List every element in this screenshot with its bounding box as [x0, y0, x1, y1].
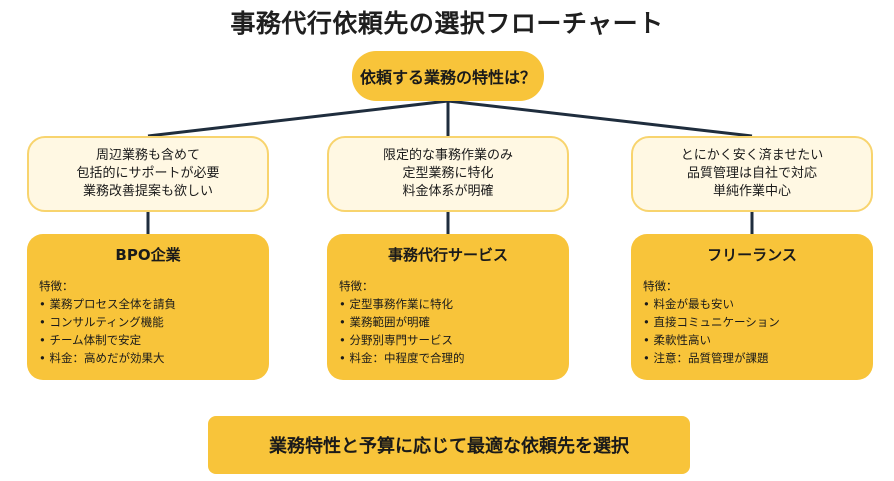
feature-item: 直接コミュニケーション — [643, 313, 861, 331]
option-name: 事務代行サービス — [387, 246, 508, 264]
feature-item: 業務プロセス全体を請負 — [39, 295, 257, 313]
criteria-line: 単純作業中心 — [712, 184, 791, 199]
decision-question: 依頼する業務の特性は？ — [352, 51, 544, 101]
features-label: 特徴： — [39, 279, 74, 293]
criteria-line: 周辺業務も含めて — [95, 148, 200, 163]
feature-item: チーム体制で安定 — [39, 331, 257, 349]
criteria-box-bpo: 周辺業務も含めて 包括的にサポートが必要 業務改善提案も欲しい — [27, 136, 269, 212]
feature-item: コンサルティング機能 — [39, 313, 257, 331]
criteria-line: とにかく安く済ませたい — [680, 148, 824, 163]
criteria-line: 包括的にサポートが必要 — [76, 166, 220, 181]
option-box-bpo: BPO企業 特徴： 業務プロセス全体を請負 コンサルティング機能 チーム体制で安… — [27, 234, 269, 380]
criteria-box-office-service: 限定的な事務作業のみ 定型業務に特化 料金体系が明確 — [327, 136, 569, 212]
feature-item: 料金：中程度で合理的 — [339, 349, 557, 367]
connector-question-to-right — [447, 99, 753, 138]
option-name: フリーランス — [707, 246, 797, 264]
feature-item: 分野別専門サービス — [339, 331, 557, 349]
features-list: 業務プロセス全体を請負 コンサルティング機能 チーム体制で安定 料金：高めだが効… — [39, 295, 257, 367]
feature-item: 定型事務作業に特化 — [339, 295, 557, 313]
criteria-box-freelance: とにかく安く済ませたい 品質管理は自社で対応 単純作業中心 — [631, 136, 873, 212]
criteria-line: 料金体系が明確 — [402, 184, 494, 199]
criteria-line: 業務改善提案も欲しい — [82, 184, 213, 199]
page-title: 事務代行依頼先の選択フローチャート — [230, 9, 664, 38]
feature-item: 業務範囲が明確 — [339, 313, 557, 331]
option-box-freelance: フリーランス 特徴： 料金が最も安い 直接コミュニケーション 柔軟性高い 注意：… — [631, 234, 873, 380]
feature-item: 料金：高めだが効果大 — [39, 349, 257, 367]
feature-item: 柔軟性高い — [643, 331, 861, 349]
criteria-line: 定型業務に特化 — [402, 166, 494, 181]
option-box-office-service: 事務代行サービス 特徴： 定型事務作業に特化 業務範囲が明確 分野別専門サービス… — [327, 234, 569, 380]
feature-item: 注意：品質管理が課題 — [643, 349, 861, 367]
conclusion-banner: 業務特性と予算に応じて最適な依頼先を選択 — [208, 416, 690, 474]
criteria-line: 品質管理は自社で対応 — [686, 166, 817, 181]
feature-item: 料金が最も安い — [643, 295, 861, 313]
option-name: BPO企業 — [115, 246, 181, 264]
features-label: 特徴： — [643, 279, 678, 293]
criteria-line: 限定的な事務作業のみ — [382, 148, 513, 163]
features-list: 定型事務作業に特化 業務範囲が明確 分野別専門サービス 料金：中程度で合理的 — [339, 295, 557, 367]
features-label: 特徴： — [339, 279, 374, 293]
features-list: 料金が最も安い 直接コミュニケーション 柔軟性高い 注意：品質管理が課題 — [643, 295, 861, 367]
connector-question-to-left — [147, 99, 449, 138]
